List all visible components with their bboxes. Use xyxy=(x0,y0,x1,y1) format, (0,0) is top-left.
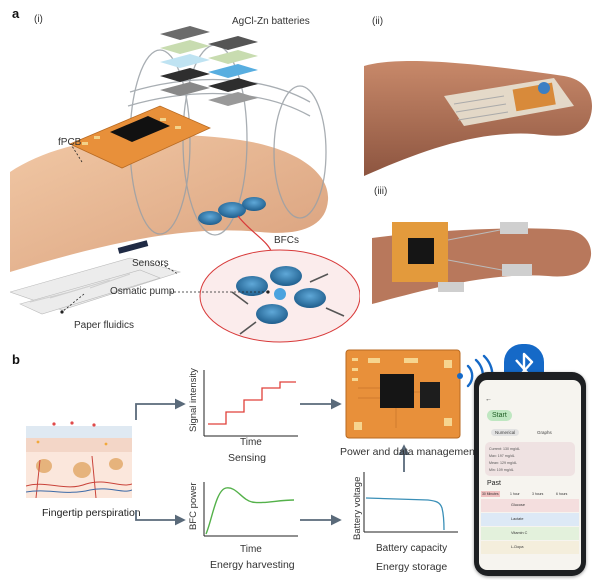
battery-stack-right xyxy=(208,36,258,106)
storage-caption: Energy storage xyxy=(376,561,448,573)
label-fpcb: fPCB xyxy=(58,137,82,148)
range-6h[interactable]: 6 hours xyxy=(556,492,568,496)
past-heading: Past xyxy=(487,480,502,487)
stats-card: Current: 130 mg/dL Max: 197 mg/dL Mean: … xyxy=(485,442,575,476)
fpcb-board xyxy=(69,105,211,169)
sensor-chip xyxy=(117,240,149,254)
stat-max: Max: 197 mg/dL xyxy=(489,454,515,458)
photo-finger-side xyxy=(364,61,593,176)
stat-min: Min: 109 mg/dL xyxy=(489,468,514,472)
panel-a-sub-iii: (iii) xyxy=(374,186,388,197)
stat-current: Current: 130 mg/dL xyxy=(489,447,520,451)
harvest-curve xyxy=(205,487,295,535)
stat-mean: Mean: 129 mg/dL xyxy=(489,461,517,465)
panel-a-letter: a xyxy=(12,6,20,21)
photo-finger-top xyxy=(372,222,592,304)
bfc-cluster-zoom xyxy=(231,266,345,335)
label-batteries: AgCl-Zn batteries xyxy=(232,16,310,27)
arrows-panel-b xyxy=(135,398,410,526)
sensing-caption: Sensing xyxy=(228,452,266,464)
list-item[interactable]: Glucose xyxy=(481,499,579,512)
label-sensors: Sensors xyxy=(132,258,169,269)
device-illustration xyxy=(10,26,360,343)
list-item[interactable]: Vitamin C xyxy=(481,527,579,540)
list-item[interactable]: L-Dopa xyxy=(481,541,579,554)
finger-shape xyxy=(10,134,329,272)
sensing-step-line xyxy=(208,381,296,425)
list-item[interactable]: Lactate xyxy=(481,513,579,526)
harvest-xlabel: Time xyxy=(240,544,262,555)
panel-b-letter: b xyxy=(12,352,20,367)
sensing-ylabel: Signal intensity xyxy=(188,368,199,432)
tab-numerical[interactable]: Numerical xyxy=(491,429,520,436)
label-bfcs: BFCs xyxy=(274,235,299,246)
label-perspiration: Fingertip perspiration xyxy=(42,507,141,519)
tab-graphs[interactable]: Graphs xyxy=(537,430,552,435)
harvest-chart xyxy=(203,482,298,537)
panel-a-sub-i: (i) xyxy=(34,14,43,25)
sensing-chart xyxy=(203,370,298,437)
skin-cross-section xyxy=(26,421,132,498)
phone: ← Start Numerical Graphs Current: 130 mg… xyxy=(474,372,586,576)
pcb-board xyxy=(345,349,461,439)
harvest-ylabel: BFC power xyxy=(188,482,199,530)
sensing-xlabel: Time xyxy=(240,437,262,448)
power-caption: Power and data management xyxy=(340,446,478,458)
storage-ylabel: Battery voltage xyxy=(352,476,363,540)
storage-chart xyxy=(363,472,458,533)
storage-curve xyxy=(365,497,445,531)
back-arrow-icon[interactable]: ← xyxy=(485,396,492,403)
battery-stack-left xyxy=(160,26,210,96)
range-30min[interactable]: 30 Minutes xyxy=(481,491,500,497)
range-1h[interactable]: 1 hour xyxy=(510,492,520,496)
range-3h[interactable]: 3 hours xyxy=(532,492,544,496)
start-button[interactable]: Start xyxy=(487,410,512,421)
bfc-cluster-finger xyxy=(198,197,266,225)
phone-screen: ← Start Numerical Graphs Current: 130 mg… xyxy=(479,380,581,570)
label-paper: Paper fluidics xyxy=(74,320,135,331)
storage-xlabel: Battery capacity xyxy=(376,543,448,554)
harvest-caption: Energy harvesting xyxy=(210,559,295,571)
label-pump: Osmatic pump xyxy=(110,286,175,297)
panel-a-sub-ii: (ii) xyxy=(372,16,384,27)
